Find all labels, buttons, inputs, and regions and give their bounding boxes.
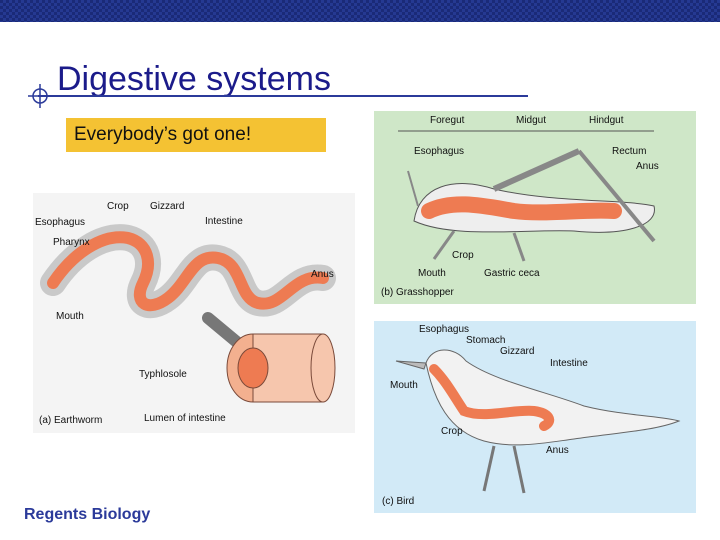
grasshopper-crop-label: Crop bbox=[452, 250, 474, 261]
slide-title: Digestive systems bbox=[57, 60, 331, 98]
earthworm-illustration bbox=[40, 224, 336, 403]
earthworm-typhlosole-label: Typhlosole bbox=[139, 369, 187, 380]
earthworm-panel: Crop Gizzard Esophagus Intestine Pharynx… bbox=[33, 193, 355, 433]
grasshopper-mouth-label: Mouth bbox=[418, 268, 446, 279]
bird-caption: (c) Bird bbox=[382, 496, 415, 507]
earthworm-caption: (a) Earthworm bbox=[39, 415, 103, 426]
grasshopper-hindgut-label: Hindgut bbox=[589, 115, 624, 126]
tagline: Everybody’s got one! bbox=[66, 118, 326, 152]
title-underline bbox=[38, 95, 528, 97]
grasshopper-esophagus-label: Esophagus bbox=[414, 146, 465, 157]
bird-gizzard-label: Gizzard bbox=[500, 346, 535, 357]
grasshopper-caption: (b) Grasshopper bbox=[381, 287, 454, 298]
earthworm-crop-label: Crop bbox=[107, 201, 129, 212]
earthworm-pharynx-label: Pharynx bbox=[53, 237, 90, 248]
bird-esophagus-label: Esophagus bbox=[419, 324, 470, 335]
grasshopper-foregut-label: Foregut bbox=[430, 115, 465, 126]
earthworm-anus-label: Anus bbox=[311, 269, 334, 280]
earthworm-lumen-label: Lumen of intestine bbox=[144, 413, 226, 424]
grasshopper-midgut-label: Midgut bbox=[516, 115, 547, 126]
grasshopper-illustration bbox=[398, 130, 656, 262]
bird-mouth-label: Mouth bbox=[390, 380, 418, 391]
earthworm-gizzard-label: Gizzard bbox=[150, 201, 185, 212]
earthworm-mouth-label: Mouth bbox=[56, 311, 84, 322]
grasshopper-panel: Foregut Midgut Hindgut Esophagus Rectum … bbox=[374, 111, 696, 304]
grasshopper-anus-label: Anus bbox=[636, 161, 659, 172]
bird-crop-label: Crop bbox=[441, 426, 463, 437]
header-pattern bbox=[0, 0, 720, 22]
bird-panel: Esophagus Stomach Gizzard Intestine Mout… bbox=[374, 321, 696, 513]
grasshopper-gastric-ceca-label: Gastric ceca bbox=[484, 268, 540, 279]
bird-stomach-label: Stomach bbox=[466, 335, 506, 346]
bird-intestine-label: Intestine bbox=[550, 358, 588, 369]
bird-anus-label: Anus bbox=[546, 445, 569, 456]
bird-illustration bbox=[395, 349, 681, 494]
grasshopper-rectum-label: Rectum bbox=[612, 146, 647, 157]
earthworm-esophagus-label: Esophagus bbox=[35, 217, 86, 228]
footer-text: Regents Biology bbox=[24, 506, 151, 523]
earthworm-intestine-label: Intestine bbox=[205, 216, 243, 227]
